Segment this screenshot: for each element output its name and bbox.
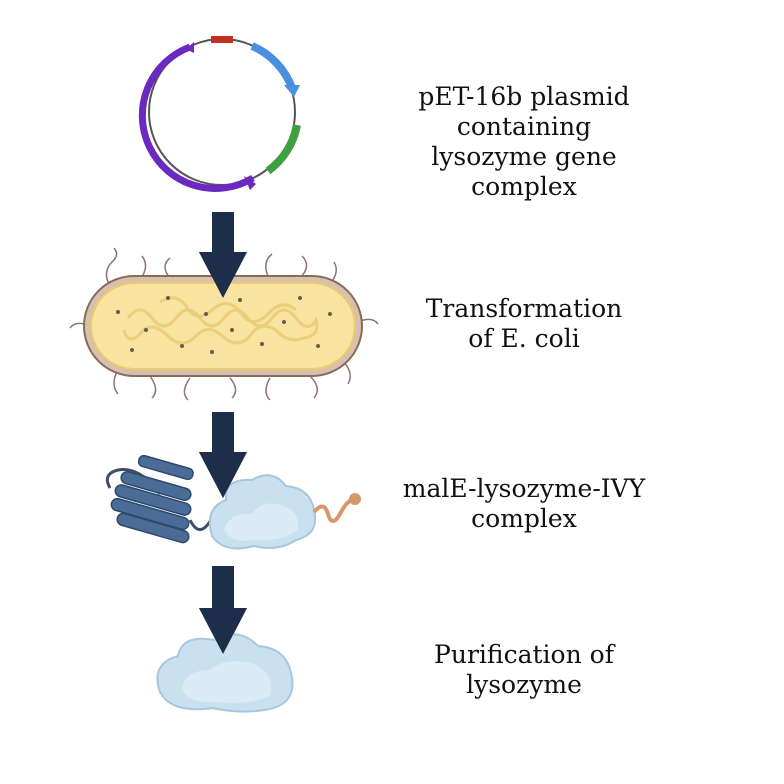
label-line: complex [471,172,577,201]
label-line: of E. coli [468,324,580,353]
plasmid-icon [138,36,301,192]
label-line: pET-16b plasmid [418,82,630,111]
lysozyme-blob-icon [208,474,317,550]
step-label-purification: Purification of lysozyme [374,640,674,700]
down-arrow-icon [199,252,247,298]
label-line: complex [471,504,577,533]
label-line: lysozyme [466,670,582,699]
label-line: Purification of [434,640,614,669]
down-arrow-icon [199,608,247,654]
label-line: lysozyme gene [431,142,617,171]
down-arrow-icon [199,452,247,498]
label-line: malE-lysozyme-IVY [402,474,646,503]
step-label-fusion-complex: malE-lysozyme-IVY complex [374,474,674,534]
step-label-plasmid: pET-16b plasmid containing lysozyme gene… [374,82,674,202]
ecoli-cell-icon [69,247,379,401]
membrane-protein-icon [105,454,214,544]
peptide-tag-icon [312,493,361,523]
step-label-transformation: Transformation of E. coli [374,294,674,354]
lysozyme-blob-icon [156,633,294,713]
label-line: Transformation [425,294,623,323]
label-line: containing [456,112,592,141]
